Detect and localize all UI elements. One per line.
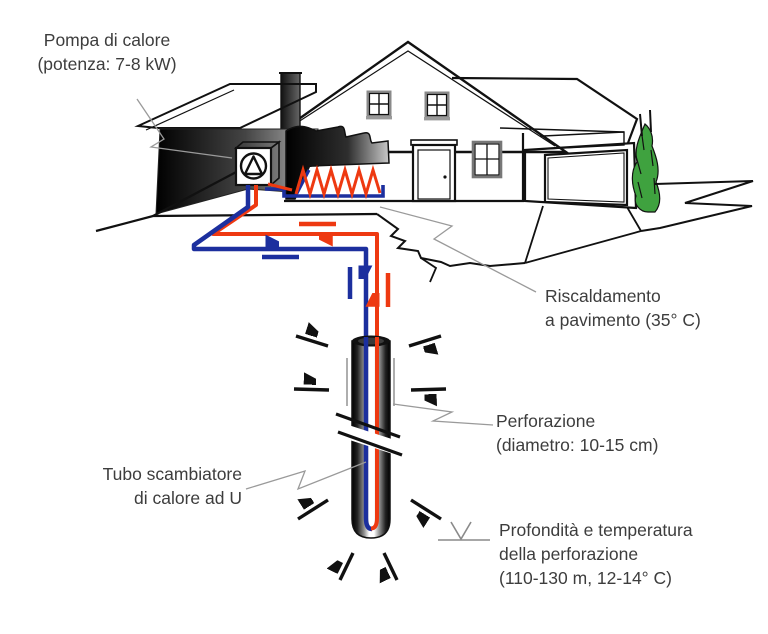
floor-loop-red-coil <box>294 164 382 200</box>
floor-heating-coil <box>265 164 389 200</box>
ground-tear <box>376 213 526 268</box>
label-heat-pump: Pompa di calore (potenza: 7-8 kW) <box>37 30 177 74</box>
terrace-edge <box>152 169 241 217</box>
terrain-right-zigzag <box>640 180 754 232</box>
gable-roof <box>248 40 570 154</box>
borehole <box>329 335 406 539</box>
driveway <box>524 205 642 264</box>
label-floor-heating: Riscaldamento a pavimento (35° C) <box>545 286 701 330</box>
label-depth-temperature: Profondità e temperatura della perforazi… <box>499 520 693 588</box>
entrance-door <box>410 139 458 203</box>
leader-floor-heating <box>379 206 537 293</box>
tree <box>631 109 661 213</box>
heat-pump-unit <box>233 140 282 187</box>
label-u-tube: Tubo scambiatore di calore ad U <box>102 464 242 508</box>
front-window <box>471 140 503 179</box>
rear-roof <box>451 76 639 144</box>
leader-borehole <box>392 403 494 426</box>
gable-window-right <box>424 91 450 121</box>
garage <box>523 141 642 264</box>
gable-window-left <box>366 90 392 120</box>
garage-door <box>543 148 629 207</box>
pump-icon <box>239 152 268 180</box>
chimney <box>279 72 302 132</box>
heat-flow-arrows <box>293 336 447 580</box>
front-wall-edges <box>284 133 525 203</box>
u-tube <box>363 337 379 532</box>
leader-lines <box>136 98 537 491</box>
water-table-icon <box>438 521 490 541</box>
wall-cutaway <box>285 125 390 200</box>
break-symbol <box>329 412 406 457</box>
leader-heat-pump <box>136 98 233 159</box>
floor-loop-blue <box>265 185 385 198</box>
label-borehole: Perforazione (diametro: 10-15 cm) <box>496 411 659 455</box>
flow-arrows <box>262 221 391 307</box>
leader-u-tube <box>245 461 367 491</box>
terrain <box>95 169 754 283</box>
